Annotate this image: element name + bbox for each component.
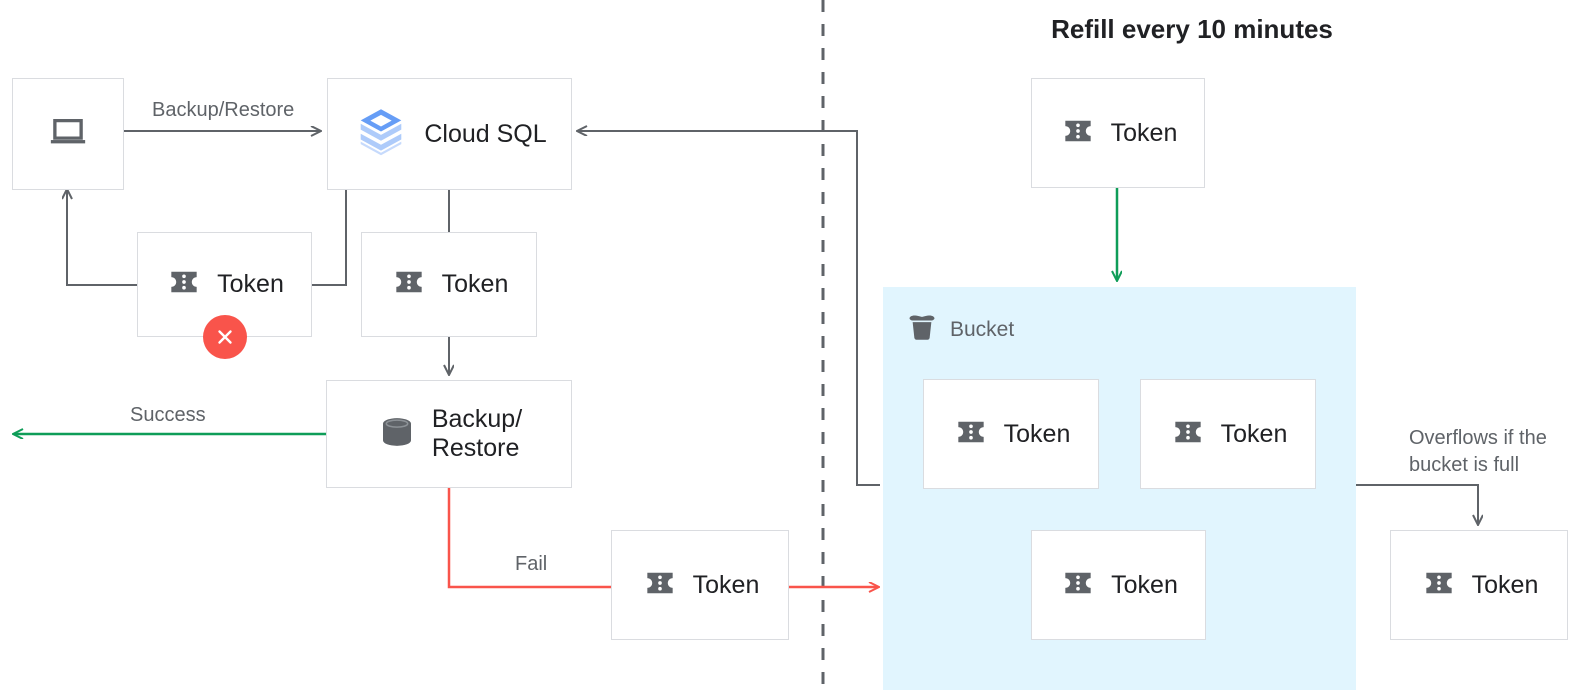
node-token-bucket-1-label: Token [1003, 419, 1071, 448]
token-icon [952, 413, 990, 456]
token-icon [390, 263, 428, 306]
edge-cloudsql-to-token-failed [312, 190, 347, 286]
edge-bucket-overflow [1356, 484, 1478, 524]
node-token-fail[interactable]: Token [611, 530, 789, 640]
node-cloud-sql-label: Cloud SQL [424, 119, 547, 148]
bucket-title: Bucket [950, 317, 1015, 341]
node-token-refill-label: Token [1110, 118, 1178, 147]
database-icon [376, 411, 418, 458]
close-icon [218, 330, 232, 344]
token-icon [1169, 413, 1207, 456]
node-client[interactable] [12, 78, 124, 190]
node-token-bucket-2-label: Token [1220, 419, 1288, 448]
refill-title: Refill every 10 minutes [1051, 14, 1333, 44]
token-icon [165, 263, 203, 306]
node-token-bucket-1[interactable]: Token [923, 379, 1099, 489]
bucket-header: Bucket [905, 310, 1014, 349]
node-token-bucket-2[interactable]: Token [1140, 379, 1316, 489]
token-icon [1420, 564, 1458, 607]
error-x-badge [203, 315, 247, 359]
bucket-icon [905, 310, 939, 349]
node-token-bucket-3-label: Token [1111, 570, 1178, 599]
edge-bucket-to-cloudsql [578, 131, 880, 486]
node-token-refill[interactable]: Token [1031, 78, 1205, 188]
laptop-icon [47, 111, 89, 158]
edge-token-failed-to-client [67, 190, 137, 286]
edge-label-fail: Fail [515, 553, 548, 575]
node-token-bucket-3[interactable]: Token [1031, 530, 1206, 640]
node-token-issued-label: Token [441, 270, 509, 298]
token-icon [641, 564, 679, 607]
node-token-overflow[interactable]: Token [1390, 530, 1568, 640]
edge-label-overflow: Overflows if the bucket is full [1409, 427, 1547, 476]
node-token-overflow-label: Token [1471, 570, 1539, 599]
edge-label-success: Success [130, 404, 206, 426]
cloud-sql-icon [352, 103, 410, 166]
node-cloud-sql[interactable]: Cloud SQL [327, 78, 572, 190]
node-token-failed-label: Token [217, 270, 284, 298]
token-icon [1059, 112, 1097, 155]
node-backup-restore[interactable]: Backup/ Restore [326, 380, 572, 488]
node-token-issued[interactable]: Token [361, 232, 537, 337]
node-token-fail-label: Token [692, 570, 760, 599]
edge-label-backup-restore: Backup/Restore [152, 99, 295, 121]
token-icon [1059, 564, 1097, 607]
node-backup-restore-label: Backup/ Restore [431, 405, 523, 462]
